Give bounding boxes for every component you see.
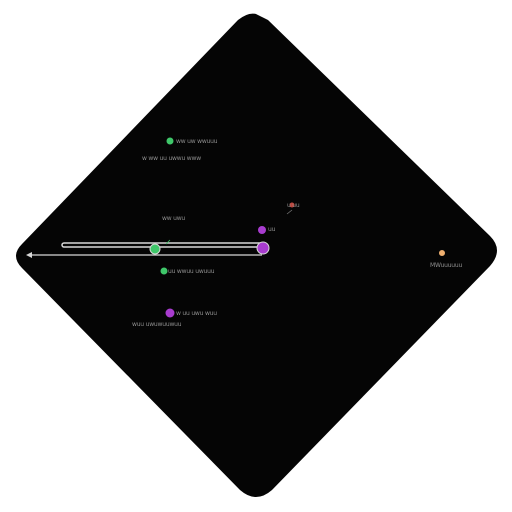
green-low-label: uu wwuu uwuuu bbox=[168, 268, 215, 275]
magenta-low-label-a: w uu uwu wuu bbox=[176, 310, 217, 317]
green-top-label-b: w ww uu uwwu www bbox=[142, 155, 201, 162]
green-top-label-a: ww uw wwuuu bbox=[176, 138, 218, 145]
arrowhead-icon bbox=[26, 252, 32, 258]
connector-line bbox=[286, 209, 293, 215]
magenta-node-handle[interactable] bbox=[256, 241, 270, 255]
green-mid-label: ww uwu bbox=[162, 215, 186, 222]
orange-label: MWuuuuuu bbox=[430, 262, 463, 269]
red-label: u uu bbox=[287, 202, 300, 209]
green-node-low[interactable] bbox=[160, 267, 168, 275]
green-node-top[interactable] bbox=[166, 137, 174, 145]
magenta-node-low[interactable] bbox=[165, 308, 175, 318]
magenta-low-label-b: wuu uwuwuuwuu bbox=[132, 321, 182, 328]
green-node-handle[interactable] bbox=[149, 243, 161, 255]
green-tick bbox=[165, 239, 171, 245]
orange-node[interactable] bbox=[439, 250, 445, 256]
magenta-node-right[interactable] bbox=[258, 226, 266, 234]
magenta-right-label: uu bbox=[268, 226, 276, 233]
red-node[interactable] bbox=[289, 202, 295, 208]
